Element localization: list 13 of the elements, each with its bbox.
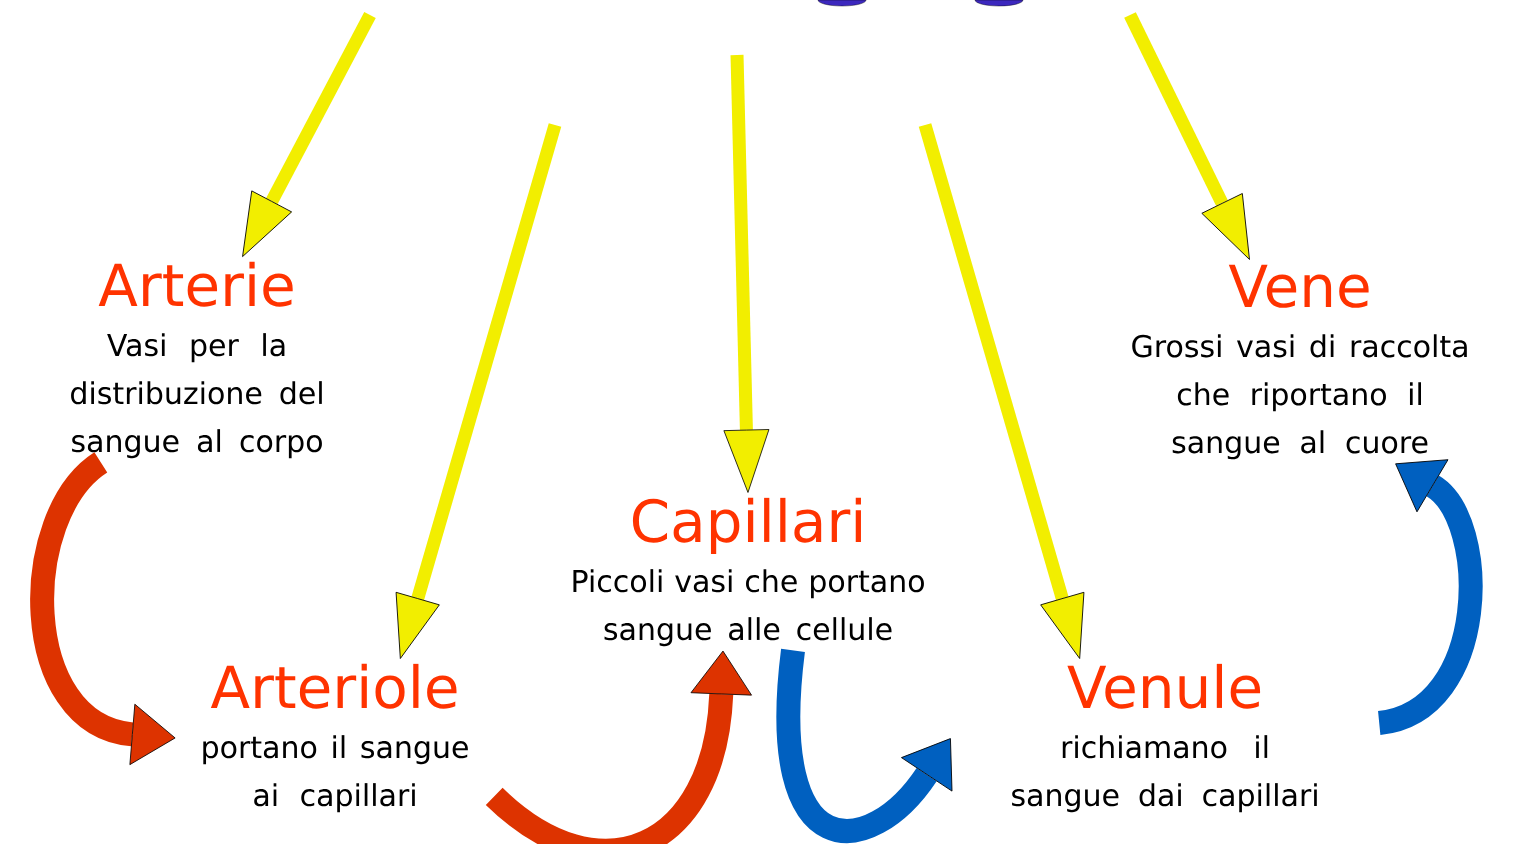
concept-label: Capillari Piccoli vasi che portano sangue alle cellule xyxy=(573,497,924,647)
concept-label: Arterie Vasi per la distribuzione del sangue al corpo xyxy=(71,261,322,459)
arrow xyxy=(30,453,176,766)
arrow xyxy=(395,123,562,659)
arrow xyxy=(723,54,770,493)
concept-label: Arteriole portano il sangue ai capillari xyxy=(203,663,468,813)
arrow xyxy=(1124,12,1250,260)
concept-label: Vene Grossi vasi di raccolta che riportano il sangue al cuore xyxy=(1132,264,1467,460)
arrow xyxy=(486,650,752,844)
concept-label: Venule richiamano il sangue dai capillari xyxy=(1012,663,1317,813)
arrow xyxy=(918,123,1085,659)
arrow xyxy=(776,649,953,843)
arrow xyxy=(242,11,376,257)
